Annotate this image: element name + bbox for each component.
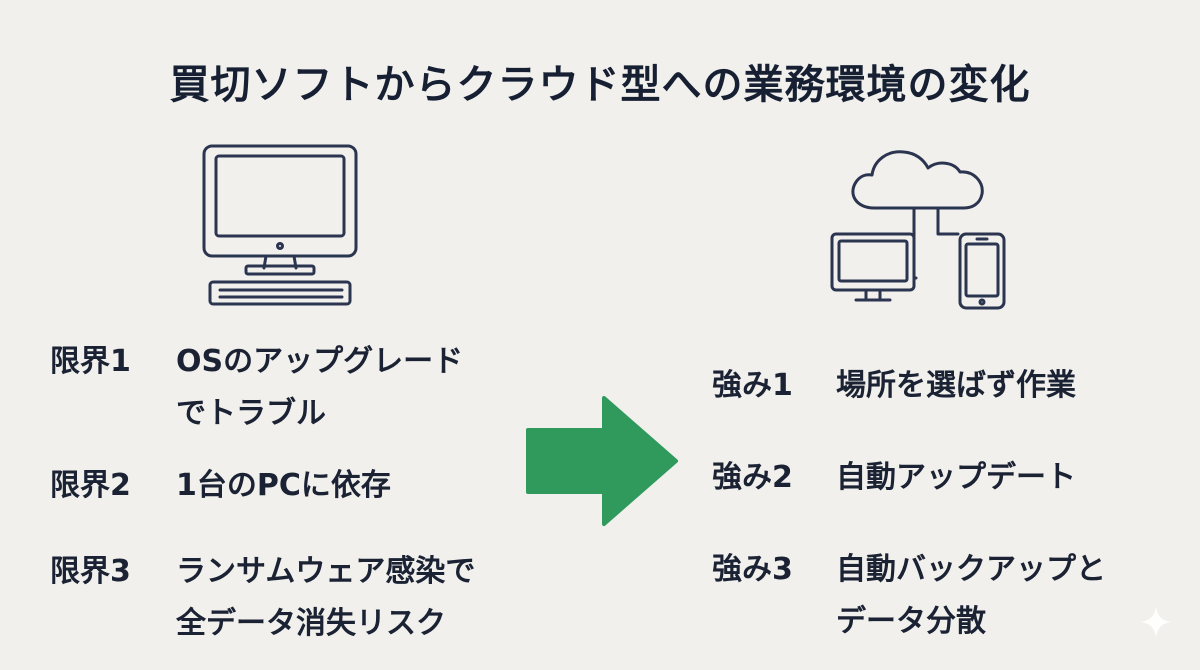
strength-label: 強み2 <box>712 460 793 495</box>
limitation-text-line: 1台のPCに依存 <box>176 468 391 503</box>
desktop-computer-icon <box>196 140 366 310</box>
limitation-text-line: 全データ消失リスク <box>176 606 446 641</box>
strength-text-line: 自動アップデート <box>836 460 1076 495</box>
strength-text-line: 自動バックアップと <box>836 552 1106 587</box>
strength-text-line: 場所を選ばず作業 <box>836 368 1076 403</box>
strength-label: 強み3 <box>712 552 793 587</box>
cloud-devices-icon <box>826 138 1016 313</box>
limitation-label: 限界3 <box>50 554 131 589</box>
strength-text-line: データ分散 <box>836 604 986 639</box>
limitation-label: 限界2 <box>50 468 131 503</box>
page-title: 買切ソフトからクラウド型への業務環境の変化 <box>169 62 1031 108</box>
sparkle-icon <box>1138 604 1174 644</box>
limitation-text-line: OSのアップグレード <box>176 344 464 379</box>
limitation-text-line: ランサムウェア感染で <box>176 554 476 589</box>
limitation-text-line: でトラブル <box>176 396 326 431</box>
strength-label: 強み1 <box>712 368 793 403</box>
limitation-label: 限界1 <box>50 344 131 379</box>
right-arrow-icon <box>522 394 680 532</box>
